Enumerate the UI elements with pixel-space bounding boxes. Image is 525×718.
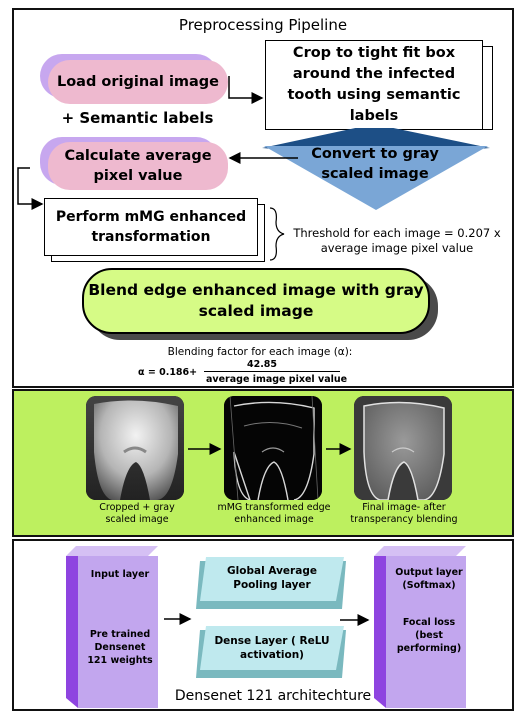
- crop-box: Crop to tight fit box around the infecte…: [265, 40, 483, 130]
- preprocessing-title: Preprocessing Pipeline: [178, 16, 348, 34]
- dense-layer-label: Dense Layer ( ReLU activation): [214, 635, 330, 661]
- architecture-title: Densenet 121 architechture: [174, 688, 372, 704]
- caption-final: Final image- after transperancy blending: [350, 502, 458, 525]
- cropped-gray-svg: [86, 396, 184, 500]
- dense-layer-block: [196, 626, 346, 678]
- blend-box: Blend edge enhanced image with gray scal…: [82, 268, 430, 334]
- arrow-load-to-crop: [228, 76, 264, 104]
- pretrained-label: Pre trained Densenet 121 weights: [87, 629, 153, 666]
- focal-loss-label: Focal loss (best performing): [396, 617, 462, 654]
- output-layer-block: [374, 546, 466, 708]
- crop-label: Crop to tight fit box around the infecte…: [287, 45, 461, 124]
- convert-gray-diamond: [262, 128, 490, 210]
- mmg-edge-svg: [224, 396, 322, 500]
- final-blend-svg: [354, 396, 452, 500]
- formula-numerator: 42.85: [246, 358, 278, 370]
- gap-layer-label: Global Average Pooling layer: [227, 565, 317, 591]
- mmg-label: Perform mMG enhanced transformation: [55, 209, 247, 245]
- mmg-box: Perform mMG enhanced transformation: [44, 198, 258, 256]
- output-layer-label: Output layer (Softmax): [395, 567, 463, 591]
- final-blend-image: [354, 396, 452, 500]
- arrow-avg-to-mmg: [17, 167, 44, 210]
- avg-pixel-box: Calculate average pixel value: [48, 142, 228, 190]
- semantic-labels-text: + Semantic labels: [61, 109, 214, 127]
- image-arrows: [188, 443, 352, 455]
- input-layer-block: [66, 546, 158, 708]
- avg-pixel-label: Calculate average pixel value: [64, 148, 212, 184]
- threshold-text: Threshold for each image = 0.207 x avera…: [293, 226, 501, 255]
- preprocessing-connectors: [17, 76, 298, 261]
- blend-label: Blend edge enhanced image with gray scal…: [88, 281, 424, 320]
- input-layer-label: Input layer: [90, 569, 150, 580]
- gap-layer-block: [196, 557, 346, 609]
- formula-prefix: α = 0.186+: [138, 367, 198, 378]
- formula-fraction-bar: [204, 371, 340, 372]
- load-image-label: Load original image: [56, 74, 220, 90]
- cropped-gray-image: [86, 396, 184, 500]
- mmg-edge-image: [224, 396, 322, 500]
- diamond-face: [264, 146, 488, 210]
- threshold-brace: [269, 207, 285, 261]
- blend-factor-label: Blending factor for each image (α):: [167, 346, 353, 358]
- caption-cropped: Cropped + gray scaled image: [99, 502, 175, 525]
- load-image-box: Load original image: [48, 60, 228, 104]
- formula-denominator: average image pixel value: [206, 374, 348, 385]
- caption-mmg: mMG transformed edge enhanced image: [217, 502, 331, 525]
- convert-gray-label: Convert to gray scaled image: [311, 146, 439, 182]
